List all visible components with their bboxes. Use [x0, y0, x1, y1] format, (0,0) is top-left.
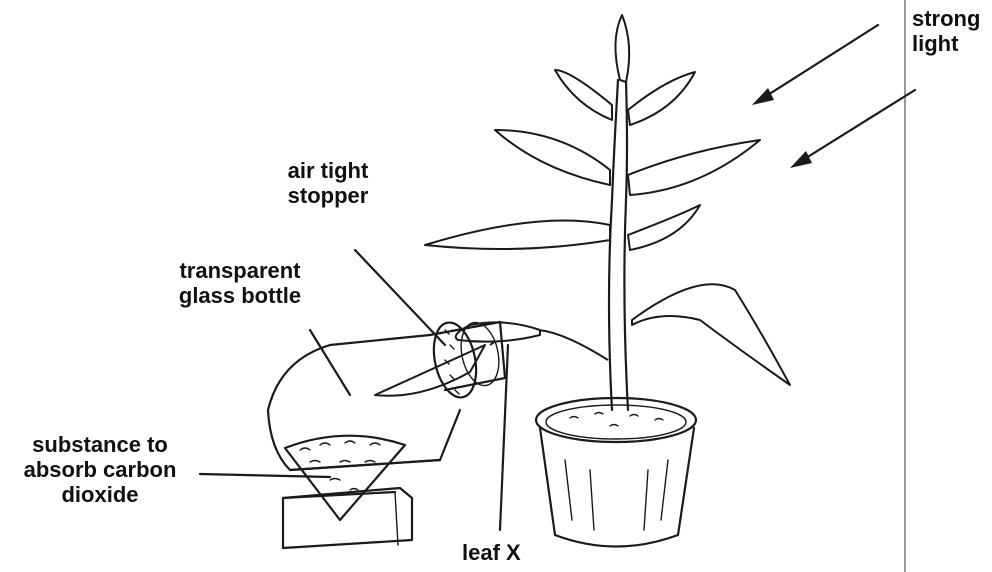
stopper-pointer: [355, 250, 445, 345]
plant-stem: [609, 80, 628, 410]
label-substance-line1: substance to: [0, 432, 200, 457]
label-strong-light-line1: strong: [912, 6, 980, 31]
label-substance: substance to absorb carbon dioxide: [0, 432, 200, 507]
label-transparent-glass-bottle: transparent glass bottle: [140, 258, 340, 308]
label-substance-line3: dioxide: [0, 482, 200, 507]
support-block: [283, 488, 412, 548]
light-arrow-2: [790, 90, 915, 168]
label-leaf-x: leaf X: [462, 540, 521, 565]
label-air-tight-stopper-line1: air tight: [248, 158, 408, 183]
substance-dish: [285, 436, 405, 520]
light-arrow-1: [752, 25, 878, 105]
label-substance-line2: absorb carbon: [0, 457, 200, 482]
substance-pointer: [200, 474, 330, 477]
label-transparent-glass-bottle-line2: glass bottle: [140, 283, 340, 308]
label-air-tight-stopper: air tight stopper: [248, 158, 408, 208]
label-strong-light-line2: light: [912, 31, 980, 56]
bottle-pointer: [310, 330, 350, 395]
label-air-tight-stopper-line2: stopper: [248, 183, 408, 208]
plant-pot: [536, 398, 696, 547]
label-strong-light: strong light: [912, 6, 980, 56]
label-transparent-glass-bottle-line1: transparent: [140, 258, 340, 283]
plant-leaves: [425, 15, 790, 385]
